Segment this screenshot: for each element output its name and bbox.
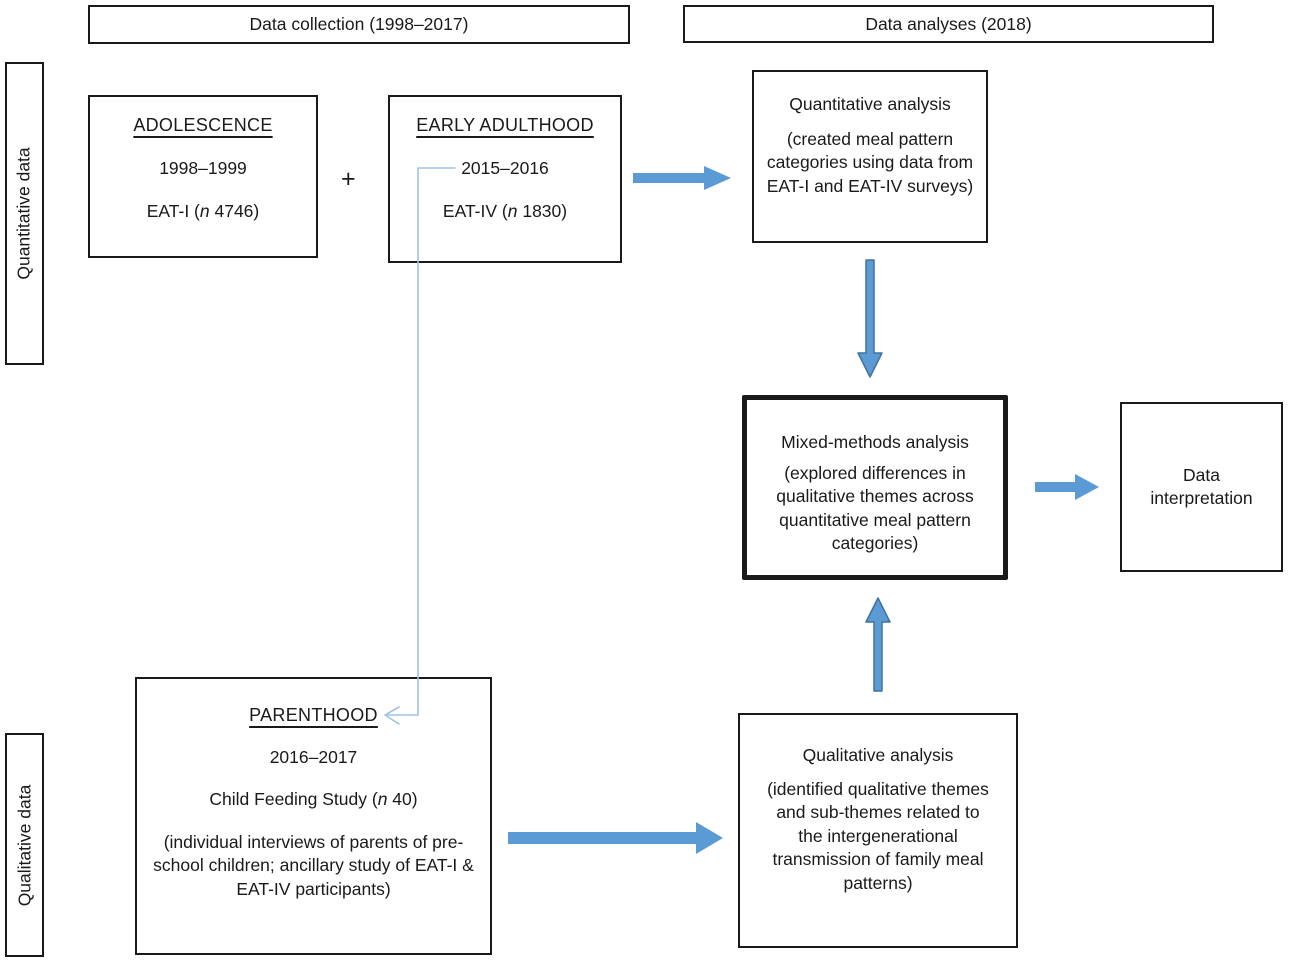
arrow-mixed-methods-to-data-interpretation	[1035, 474, 1099, 500]
header-data-analyses: Data analyses (2018)	[683, 5, 1214, 43]
adolescence-years: 1998–1999	[159, 158, 247, 178]
side-label-quantitative-data-text: Quantitative data	[14, 147, 34, 280]
early-adulthood-title: EARLY ADULTHOOD	[416, 115, 594, 135]
early-adulthood-years: 2015–2016	[461, 158, 549, 178]
box-data-interpretation: Data interpretation	[1120, 402, 1283, 572]
mixed-methods-description: (explored differences in qualitative the…	[776, 463, 974, 554]
parenthood-description: (individual interviews of parents of pre…	[153, 832, 474, 899]
box-quantitative-analysis: Quantitative analysis (created meal patt…	[752, 70, 988, 243]
quantitative-analysis-description: (created meal pattern categories using d…	[766, 129, 974, 196]
box-adolescence: ADOLESCENCE 1998–1999 EAT-I (n 4746)	[88, 95, 318, 258]
side-label-qualitative-data-text: Qualitative data	[14, 784, 35, 906]
header-data-collection-label: Data collection (1998–2017)	[249, 14, 469, 34]
qualitative-analysis-title: Qualitative analysis	[802, 745, 954, 765]
box-qualitative-analysis: Qualitative analysis (identified qualita…	[738, 713, 1018, 948]
adolescence-title: ADOLESCENCE	[133, 115, 273, 135]
header-data-collection: Data collection (1998–2017)	[88, 5, 630, 44]
box-mixed-methods-analysis: Mixed-methods analysis (explored differe…	[742, 395, 1008, 580]
side-label-qualitative-data: Qualitative data	[5, 733, 44, 957]
quantitative-analysis-title: Quantitative analysis	[789, 94, 951, 114]
data-interpretation-label: Data interpretation	[1150, 464, 1253, 508]
box-parenthood: PARENTHOOD 2016–2017 Child Feeding Study…	[135, 677, 492, 955]
parenthood-title: PARENTHOOD	[249, 705, 378, 725]
arrow-early-adulthood-to-quantitative-analysis	[633, 166, 731, 190]
box-early-adulthood: EARLY ADULTHOOD 2015–2016 EAT-IV (n 1830…	[388, 95, 622, 263]
arrow-qualitative-to-mixed-methods	[865, 597, 891, 692]
arrow-quantitative-to-mixed-methods	[857, 259, 883, 378]
adolescence-study: EAT-I (n 4746)	[146, 201, 260, 221]
side-label-quantitative-data: Quantitative data	[5, 62, 44, 365]
header-data-analyses-label: Data analyses (2018)	[865, 13, 1032, 34]
plus-sign: +	[341, 165, 356, 193]
early-adulthood-study: EAT-IV (n 1830)	[442, 201, 568, 221]
parenthood-study: Child Feeding Study (n 40)	[209, 789, 418, 809]
mixed-methods-title: Mixed-methods analysis	[781, 432, 969, 452]
qualitative-analysis-description: (identified qualitative themes and sub-t…	[767, 779, 989, 893]
arrow-parenthood-to-qualitative-analysis	[508, 822, 723, 854]
parenthood-years: 2016–2017	[269, 747, 358, 767]
